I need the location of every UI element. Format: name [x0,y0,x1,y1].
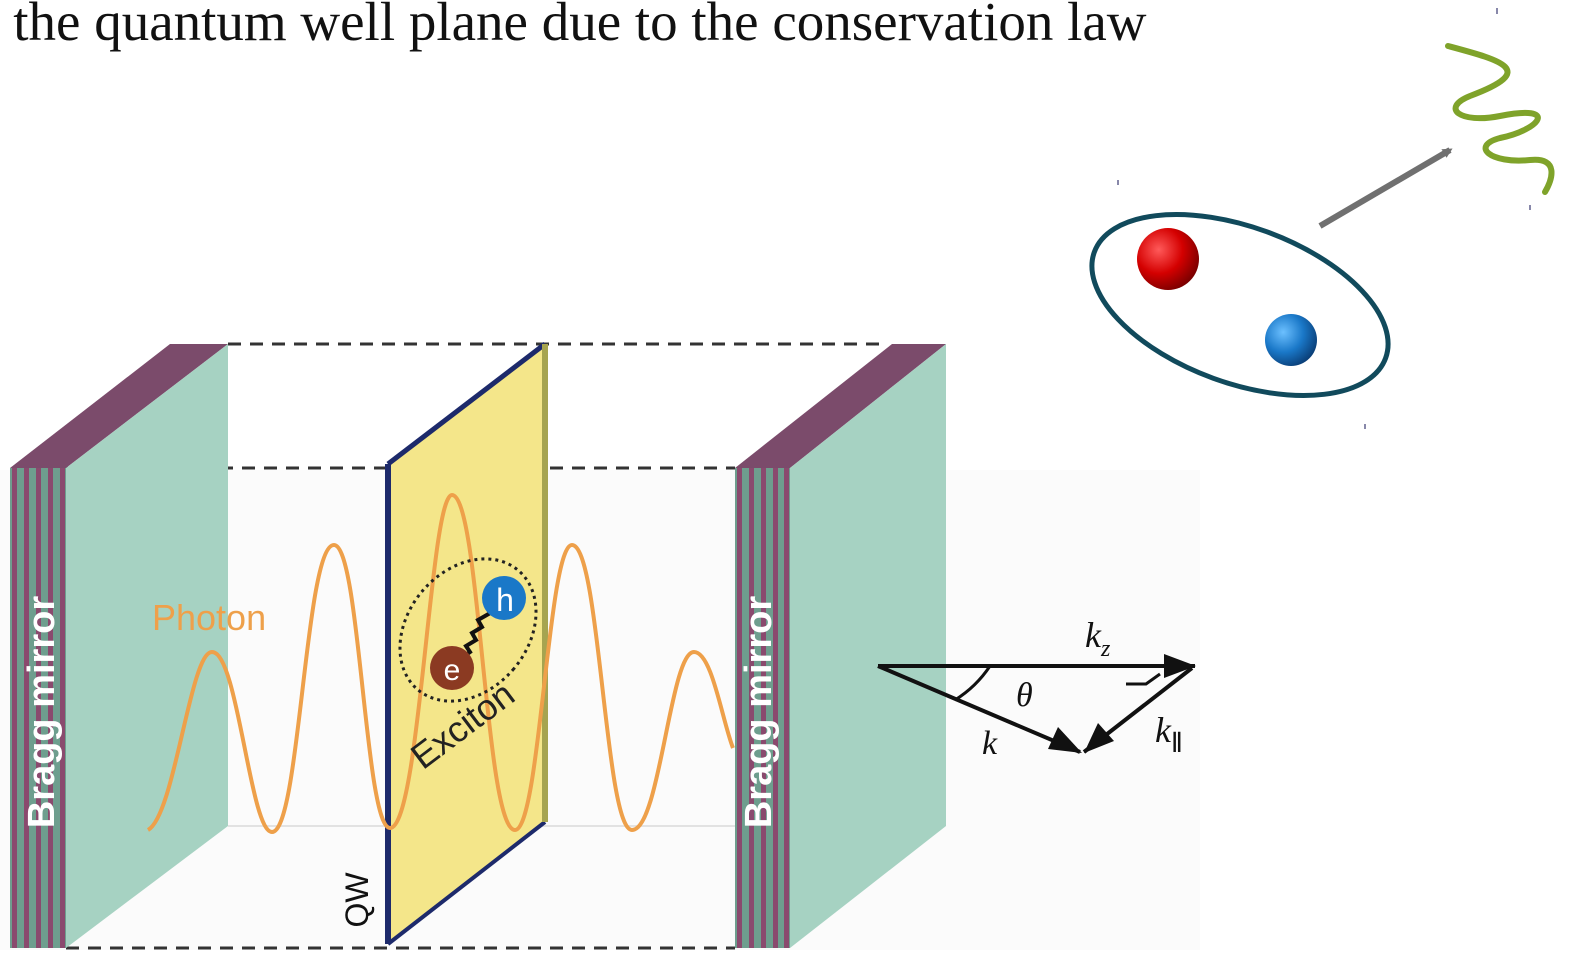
qw-label: QW [339,872,375,928]
kz-label: kz [1085,615,1111,662]
left-mirror-top [10,344,228,468]
qw-top-edge [386,342,547,466]
photon-label: Photon [152,597,266,638]
stripe [773,468,778,948]
right-mirror-label: Bragg mirror [738,596,780,828]
stripe [48,468,53,948]
microcavity-diagram: Bragg mirror Bragg mirror QW [0,342,1200,950]
kz-arrowhead [1164,654,1196,678]
stripe [784,468,789,948]
left-bragg-mirror: Bragg mirror [10,344,228,948]
right-mirror-face [790,344,946,948]
stripe [36,468,41,948]
k-label: k [982,725,998,762]
exciton-bond-spring [460,610,493,660]
right-mirror-stripes [737,468,789,948]
exciton-outline-ellipse [1089,212,1391,398]
wave-vector-triangle: kz θ k k∥ [877,615,1196,762]
right-mirror-top [735,344,946,468]
left-mirror-face [66,344,228,948]
exciton-emission-schematic [1089,8,1555,429]
header-text: o the quantum well plane due to the cons… [0,0,1147,52]
stripe [24,468,29,948]
hole-particle [482,576,526,620]
emitted-photon-squiggle [1445,43,1555,195]
stripe [737,468,742,948]
k-vector [877,664,1081,754]
theta-label: θ [1016,677,1033,714]
theta-arc [954,665,992,702]
electron-sphere [1137,228,1199,290]
emission-arrow [1318,147,1453,229]
kpar-arrowhead [1084,723,1114,753]
qw-bottom-edge [386,820,547,946]
kpar-label: k∥ [1155,710,1183,755]
hole-sphere [1265,314,1317,366]
stripe [60,468,65,948]
stripe [761,468,766,948]
exciton-dotted-ellipse [398,557,538,703]
k-arrowhead [1048,727,1082,753]
stripe [12,468,17,948]
photon-wave [146,492,735,835]
stripe [749,468,754,948]
right-angle-marker [1126,672,1161,686]
hole-label: h [496,582,514,618]
right-bragg-mirror: Bragg mirror [735,344,946,948]
electron-label: e [444,654,461,687]
electron-particle [430,646,474,690]
left-mirror-label: Bragg mirror [21,596,63,828]
left-mirror-stripes [12,468,65,948]
